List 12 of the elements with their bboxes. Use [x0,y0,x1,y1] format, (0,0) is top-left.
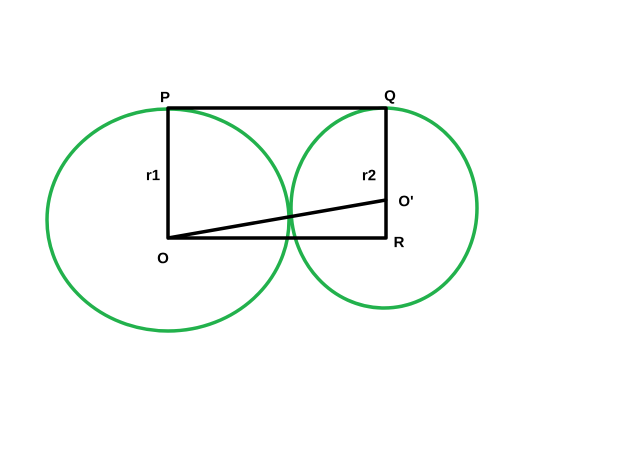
edge-label: r2 [360,168,378,182]
line-segment [166,106,170,240]
edge-label: r1 [144,168,162,182]
point-label: R [394,236,404,248]
point-label: O [158,252,168,264]
line-segment [166,106,388,110]
line-segment [384,106,388,202]
point-label: Q [384,90,396,104]
point-label: O' [399,196,413,206]
point-label: P [161,92,170,102]
line-segment [384,198,388,240]
line-segment [166,198,388,240]
